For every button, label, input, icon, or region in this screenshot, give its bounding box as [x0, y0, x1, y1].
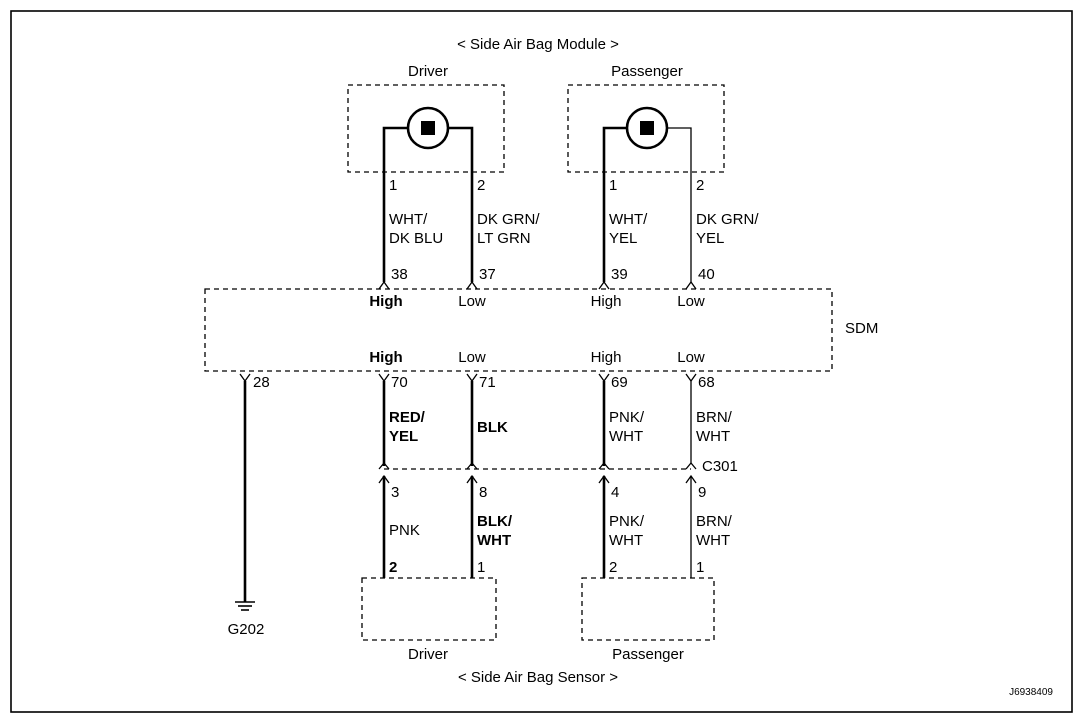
passenger-wire-2	[667, 127, 692, 282]
sensor-passenger-pin-1: 1	[696, 559, 704, 576]
driver-inflator-icon	[406, 106, 450, 150]
module-driver-pin-1: 1	[389, 177, 397, 194]
figure-id: J6938409	[1009, 687, 1053, 698]
wire-color-label: DK BLU	[389, 230, 443, 247]
wire-color-label: BRN/	[696, 409, 733, 426]
sdm-bottom-pin-label: High	[369, 349, 402, 366]
sdm-top-pin-label: High	[591, 293, 622, 310]
module-passenger-box	[567, 84, 725, 173]
wire-color-label: BRN/	[696, 513, 733, 530]
sensor-passenger-box	[581, 577, 715, 641]
sensor-passenger-label: Passenger	[612, 646, 684, 663]
ground-icon	[235, 601, 255, 611]
driver-wire-1	[382, 126, 408, 282]
module-driver-pin-2: 2	[477, 177, 485, 194]
sensor-driver-pin-2: 2	[389, 559, 397, 576]
module-driver-box	[347, 84, 505, 173]
sensor-title: < Side Air Bag Sensor >	[458, 669, 618, 686]
module-passenger-pin-1: 1	[609, 177, 617, 194]
wire-color-label: PNK/	[609, 409, 645, 426]
sdm-pin-69: 69	[611, 374, 628, 391]
wire-color-label: WHT	[609, 428, 643, 445]
sensor-driver-pin-1: 1	[477, 559, 485, 576]
wire-color-label: WHT	[696, 428, 730, 445]
sensor-driver-label: Driver	[408, 646, 448, 663]
wire-color-label: WHT	[696, 532, 730, 549]
sdm-pin-70: 70	[391, 374, 408, 391]
sensor-driver-box	[361, 577, 497, 641]
passenger-inflator-icon	[625, 106, 669, 150]
connector-pin-3: 3	[391, 484, 399, 501]
sdm-pin-40: 40	[698, 266, 715, 283]
wire-color-label: PNK/	[609, 513, 645, 530]
sensor-passenger-pin-2: 2	[609, 559, 617, 576]
wire-color-label: RED/	[389, 409, 426, 426]
sdm-top-terminals	[378, 280, 697, 290]
wire-color-label: BLK	[477, 419, 508, 436]
sdm-pin-38: 38	[391, 266, 408, 283]
wire-color-label: WHT/	[609, 211, 648, 228]
sdm-label: SDM	[845, 320, 878, 337]
connector-c301-terminals	[378, 461, 697, 484]
connector-pin-9: 9	[698, 484, 706, 501]
sdm-pin-28: 28	[253, 374, 270, 391]
sdm-box	[204, 288, 833, 372]
wire-color-label: LT GRN	[477, 230, 531, 247]
sdm-pin-71: 71	[479, 374, 496, 391]
module-driver-label: Driver	[408, 63, 448, 80]
sdm-top-pin-label: Low	[677, 293, 705, 310]
sdm-top-pin-label: Low	[458, 293, 486, 310]
connector-c301-label: C301	[702, 458, 738, 475]
wire-color-label: WHT/	[389, 211, 428, 228]
wire-color-label: DK GRN/	[477, 211, 540, 228]
sdm-bottom-pin-label: Low	[677, 349, 705, 366]
sdm-bottom-pin-label: Low	[458, 349, 486, 366]
wire-color-label: WHT	[609, 532, 643, 549]
wire-color-label: YEL	[609, 230, 637, 247]
sdm-pin-68: 68	[698, 374, 715, 391]
connector-pin-4: 4	[611, 484, 619, 501]
diagram-frame	[10, 10, 1073, 713]
sdm-bottom-pin-label: High	[591, 349, 622, 366]
connector-pin-8: 8	[479, 484, 487, 501]
sdm-pin-37: 37	[479, 266, 496, 283]
wire-color-label: BLK/	[477, 513, 513, 530]
sdm-pin-39: 39	[611, 266, 628, 283]
module-title: < Side Air Bag Module >	[457, 36, 619, 53]
module-passenger-label: Passenger	[611, 63, 683, 80]
sdm-top-pin-label: High	[369, 293, 402, 310]
passenger-wire-1	[602, 126, 627, 282]
wire-color-label: YEL	[389, 428, 418, 445]
wire-color-label: WHT	[477, 532, 511, 549]
wire-color-label: PNK	[389, 522, 420, 539]
wire-color-label: DK GRN/	[696, 211, 759, 228]
wire-color-label: YEL	[696, 230, 724, 247]
driver-wire-2	[448, 126, 474, 282]
module-passenger-pin-2: 2	[696, 177, 704, 194]
ground-label: G202	[228, 621, 265, 638]
